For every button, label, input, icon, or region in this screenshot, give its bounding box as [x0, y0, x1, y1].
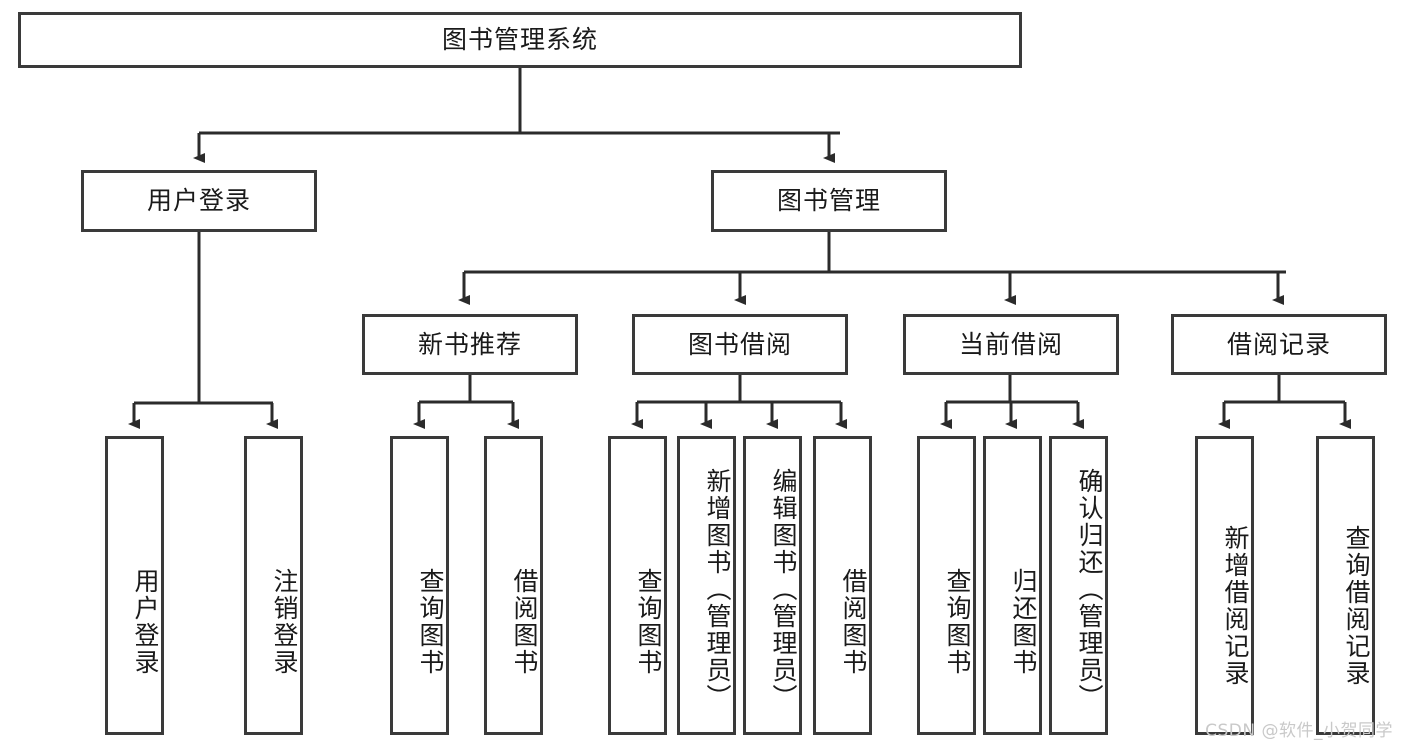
node-user-login[interactable]: 用户登录: [81, 170, 317, 232]
node-current-borrow-label: 当前借阅: [958, 329, 1063, 359]
node-leaf-borrow-book-2-label: 借阅图书: [839, 567, 868, 676]
node-root-label: 图书管理系统: [441, 25, 598, 55]
node-leaf-add-record[interactable]: 新增借阅记录: [1195, 436, 1254, 735]
node-leaf-borrow-book-1-label: 借阅图书: [510, 567, 539, 676]
node-leaf-query-record-label: 查询借阅记录: [1342, 524, 1371, 687]
node-leaf-query-record[interactable]: 查询借阅记录: [1316, 436, 1375, 735]
node-new-book-recommend[interactable]: 新书推荐: [362, 314, 578, 375]
node-leaf-logout-login-label: 注销登录: [270, 567, 299, 676]
node-leaf-confirm-return[interactable]: 确认归还（管理员）: [1049, 436, 1108, 735]
node-leaf-query-book-3[interactable]: 查询图书: [917, 436, 976, 735]
node-leaf-edit-book[interactable]: 编辑图书（管理员）: [743, 436, 802, 735]
node-book-borrow[interactable]: 图书借阅: [632, 314, 848, 375]
node-leaf-borrow-book-1[interactable]: 借阅图书: [484, 436, 543, 735]
node-leaf-add-book-label: 新增图书（管理员）: [703, 468, 732, 711]
node-leaf-borrow-book-2[interactable]: 借阅图书: [813, 436, 872, 735]
node-leaf-query-book-3-label: 查询图书: [943, 567, 972, 676]
node-leaf-query-book-1-label: 查询图书: [416, 567, 445, 676]
node-leaf-return-book-label: 归还图书: [1009, 567, 1038, 676]
node-book-manage-label: 图书管理: [776, 186, 881, 216]
node-leaf-add-record-label: 新增借阅记录: [1221, 524, 1250, 687]
node-leaf-user-login-label: 用户登录: [131, 567, 160, 676]
node-leaf-add-book[interactable]: 新增图书（管理员）: [677, 436, 736, 735]
node-book-manage[interactable]: 图书管理: [711, 170, 947, 232]
csdn-watermark: CSDN @软件_小贺同学: [1205, 721, 1393, 741]
node-borrow-record-label: 借阅记录: [1226, 329, 1331, 359]
node-leaf-edit-book-label: 编辑图书（管理员）: [769, 468, 798, 711]
node-leaf-return-book[interactable]: 归还图书: [983, 436, 1042, 735]
node-book-borrow-label: 图书借阅: [687, 329, 792, 359]
node-leaf-logout-login[interactable]: 注销登录: [244, 436, 303, 735]
node-leaf-query-book-2-label: 查询图书: [634, 567, 663, 676]
node-leaf-query-book-1[interactable]: 查询图书: [390, 436, 449, 735]
node-current-borrow[interactable]: 当前借阅: [903, 314, 1119, 375]
node-new-book-recommend-label: 新书推荐: [417, 329, 522, 359]
node-user-login-label: 用户登录: [146, 186, 251, 216]
node-borrow-record[interactable]: 借阅记录: [1171, 314, 1387, 375]
node-leaf-confirm-return-label: 确认归还（管理员）: [1075, 468, 1104, 711]
node-leaf-user-login[interactable]: 用户登录: [105, 436, 164, 735]
node-leaf-query-book-2[interactable]: 查询图书: [608, 436, 667, 735]
node-root[interactable]: 图书管理系统: [18, 12, 1022, 68]
